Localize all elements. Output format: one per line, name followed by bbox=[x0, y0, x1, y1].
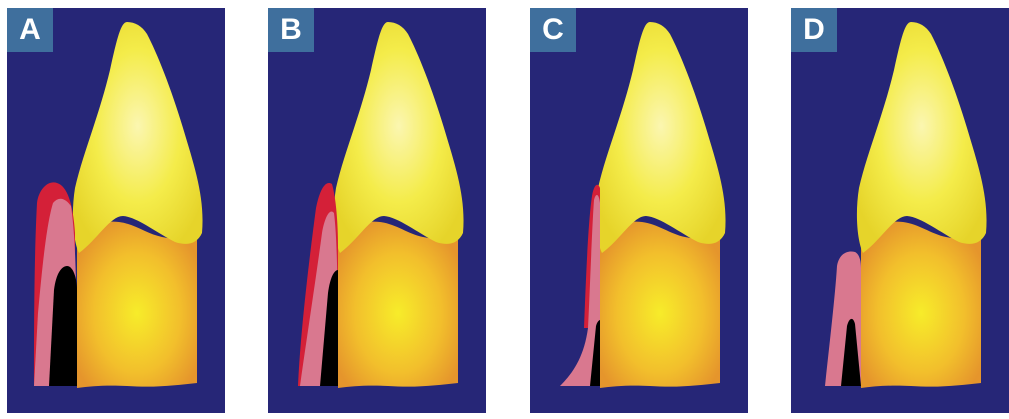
panel-b: B bbox=[268, 8, 486, 413]
tooth-diagram-a bbox=[7, 8, 225, 413]
tooth-diagram-b bbox=[268, 8, 486, 413]
panel-label-c: C bbox=[530, 8, 576, 52]
panel-d: D bbox=[791, 8, 1009, 413]
tooth-root bbox=[77, 222, 197, 388]
panel-a: A bbox=[7, 8, 225, 413]
tooth-root bbox=[861, 222, 981, 388]
tooth-root bbox=[600, 222, 720, 388]
tooth-diagram-d bbox=[791, 8, 1009, 413]
panel-label-b: B bbox=[268, 8, 314, 52]
tooth-diagram-c bbox=[530, 8, 748, 413]
panel-label-a: A bbox=[7, 8, 53, 52]
tooth-root bbox=[338, 222, 458, 388]
panel-label-d: D bbox=[791, 8, 837, 52]
panel-c: C bbox=[530, 8, 748, 413]
